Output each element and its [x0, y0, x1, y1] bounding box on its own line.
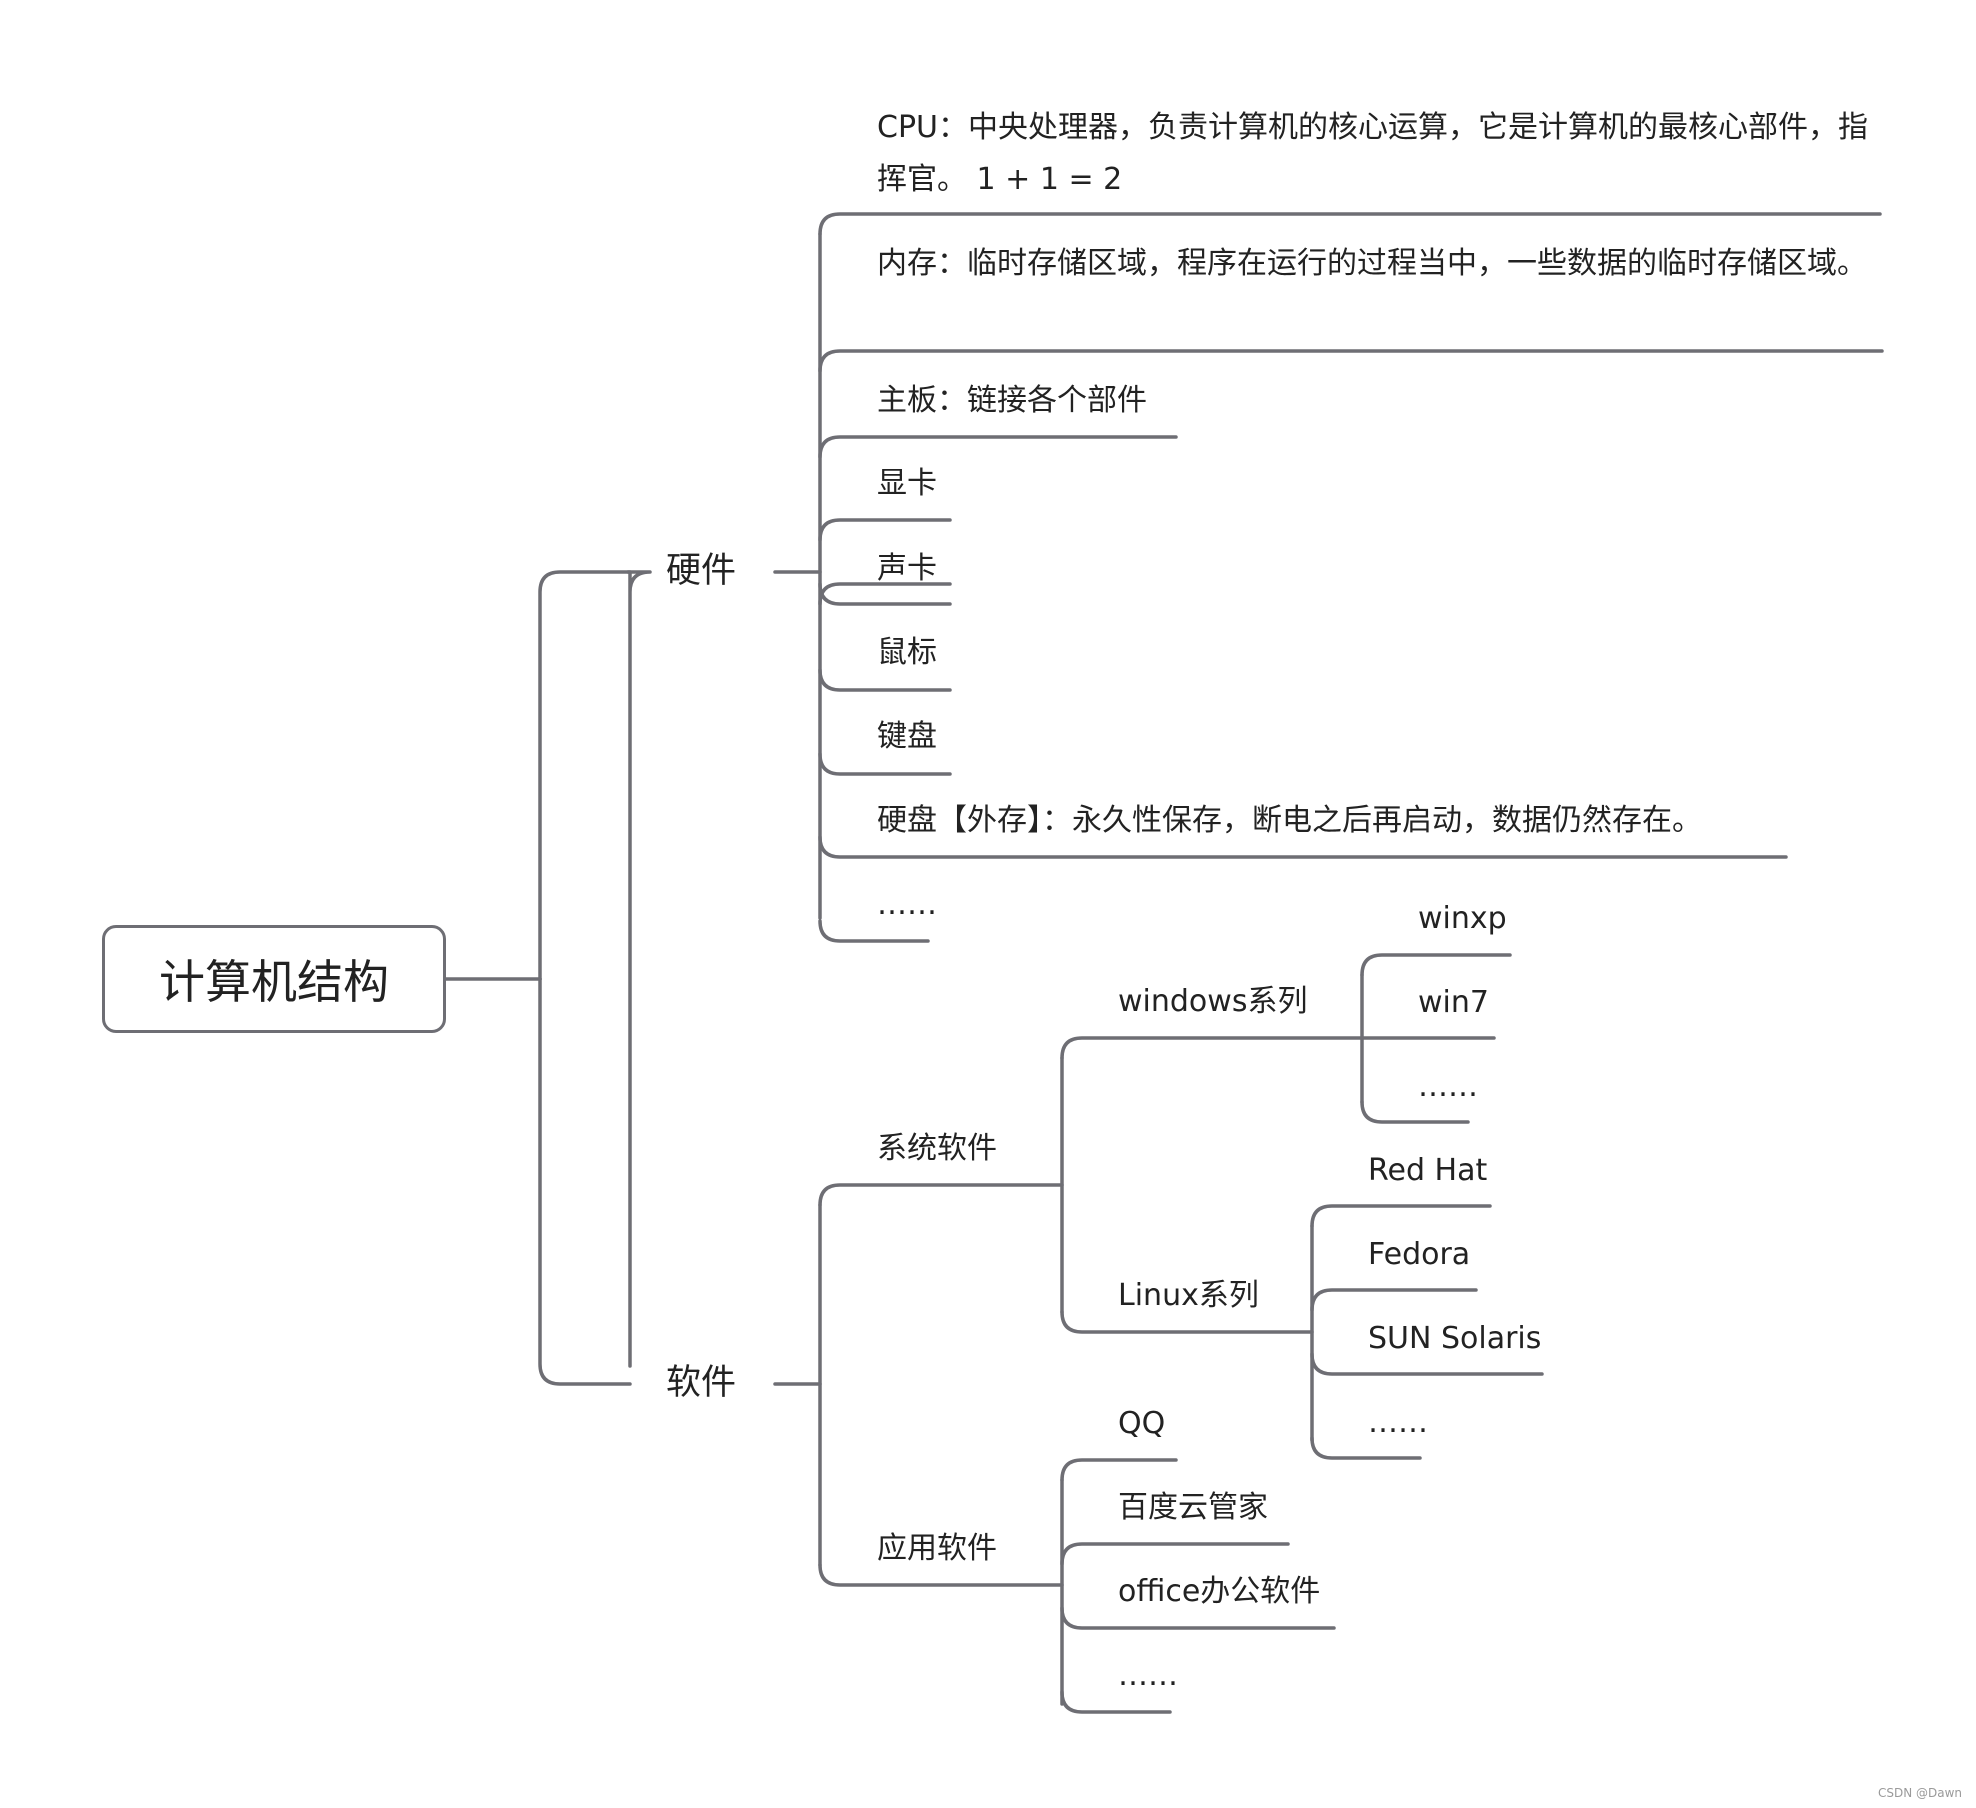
- node-hw-gpu[interactable]: 显卡: [877, 466, 937, 501]
- edge-software: [538, 977, 632, 1386]
- edge-sw-system: [818, 1183, 1064, 1207]
- node-win-xp[interactable]: winxp: [1418, 901, 1507, 936]
- root-node[interactable]: 计算机结构: [102, 925, 446, 1033]
- edge-win-more: [1360, 1100, 1470, 1124]
- node-lx-redhat[interactable]: Red Hat: [1368, 1153, 1488, 1188]
- node-hw-cpu[interactable]: CPU：中央处理器，负责计算机的核心运算，它是计算机的最核心部件，指挥官。 1 …: [877, 110, 1868, 197]
- node-hw-mouse[interactable]: 鼠标: [877, 635, 937, 670]
- edge-lx-solaris: [1310, 1352, 1544, 1376]
- edge-hw-disk: [818, 835, 1788, 859]
- node-hw-memory[interactable]: 内存：临时存储区域，程序在运行的过程当中，一些数据的临时存储区域。: [877, 246, 1867, 281]
- node-lx-fedora[interactable]: Fedora: [1368, 1237, 1471, 1272]
- edge-win-xp: [1360, 953, 1512, 977]
- node-hardware[interactable]: 硬件: [666, 551, 737, 591]
- node-sys-linux[interactable]: Linux系列: [1118, 1278, 1259, 1313]
- node-app-office[interactable]: office办公软件: [1118, 1574, 1321, 1609]
- edge-app-baidu: [1060, 1542, 1290, 1566]
- edge-hw-cpu: [818, 212, 1882, 236]
- edge-hw-sound-low: [818, 582, 952, 606]
- node-app-qq[interactable]: QQ: [1118, 1406, 1166, 1441]
- node-hw-harddisk[interactable]: 硬盘【外存】：永久性保存，断电之后再启动，数据仍然存在。: [877, 803, 1702, 838]
- edge-lx-more: [1310, 1436, 1422, 1460]
- edge-spine-hardware: [626, 570, 652, 1368]
- edge-hw-memory: [818, 349, 1884, 373]
- edge-sys-windows: [1060, 1036, 1364, 1060]
- root-label: 计算机结构: [159, 955, 389, 1009]
- edge-hw-keyboard: [818, 752, 952, 776]
- edge-lx-fedora: [1310, 1288, 1478, 1312]
- node-hw-more[interactable]: ……: [877, 887, 937, 922]
- edge-hw-more: [818, 919, 930, 943]
- node-software[interactable]: 软件: [666, 1363, 737, 1403]
- node-hw-keyboard[interactable]: 键盘: [877, 719, 937, 754]
- edge-hardware: [538, 570, 632, 981]
- node-hw-mainboard[interactable]: 主板：链接各个部件: [877, 383, 1147, 418]
- node-win-7[interactable]: win7: [1418, 985, 1489, 1020]
- node-app-more[interactable]: ……: [1118, 1658, 1178, 1693]
- edge-sw-application: [818, 1563, 1064, 1587]
- edge-lx-redhat: [1310, 1204, 1492, 1228]
- edge-app-qq: [1060, 1458, 1178, 1482]
- edge-hw-mainboard: [818, 435, 1178, 459]
- edge-hw-sound: [818, 582, 952, 606]
- edge-hw-mouse: [818, 668, 952, 692]
- edge-hw-gpu: [818, 518, 952, 542]
- node-app-baidu[interactable]: 百度云管家: [1118, 1490, 1268, 1525]
- edge-app-more: [1060, 1690, 1172, 1714]
- node-hw-soundcard[interactable]: 声卡: [877, 551, 937, 586]
- node-sw-application[interactable]: 应用软件: [877, 1531, 997, 1566]
- node-lx-more[interactable]: ……: [1368, 1405, 1428, 1440]
- node-win-more[interactable]: ……: [1418, 1069, 1478, 1104]
- edge-sys-linux: [1060, 1310, 1314, 1334]
- node-sys-windows[interactable]: windows系列: [1118, 984, 1308, 1019]
- watermark: CSDN @Dawn: [1877, 1786, 1962, 1800]
- node-sw-system[interactable]: 系统软件: [877, 1131, 997, 1166]
- edge-app-office: [1060, 1606, 1336, 1630]
- node-lx-solaris[interactable]: SUN Solaris: [1368, 1321, 1542, 1356]
